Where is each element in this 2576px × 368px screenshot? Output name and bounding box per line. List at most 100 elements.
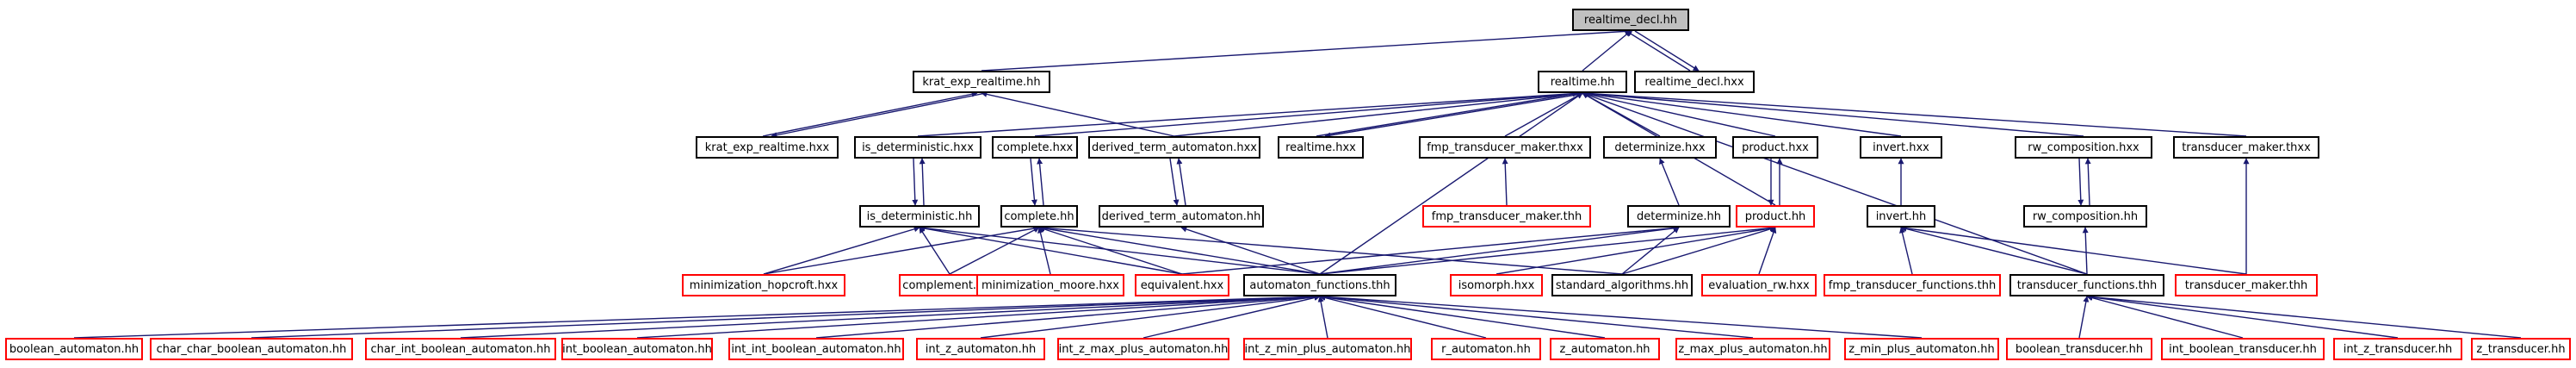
node-isomorph-hxx[interactable]: isomorph.hxx <box>1450 274 1543 296</box>
node-label: realtime.hh <box>1550 75 1615 89</box>
node-realtime-decl-hxx: realtime_decl.hxx <box>1634 71 1755 93</box>
edge-char-char-boolean-automaton-hh-to-automaton-functions-thh <box>251 293 1321 339</box>
node-char-int-boolean-automaton-hh[interactable]: char_int_boolean_automaton.hh <box>365 338 556 360</box>
edge-evaluation-rw-hxx-to-product-hh <box>1758 227 1777 275</box>
edge-derived-term-automaton-hxx-to-krat-exp-realtime-hh <box>981 90 1175 137</box>
node-int-z-min-plus-automaton-hh[interactable]: int_z_min_plus_automaton.hh <box>1243 338 1412 360</box>
edge-complement-hxx-to-complete-hh <box>949 227 1040 275</box>
edge-int-z-automaton-hh-to-automaton-functions-thh <box>980 294 1321 339</box>
node-z-min-plus-automaton-hh[interactable]: z_min_plus_automaton.hh <box>1844 338 1999 360</box>
node-derived-term-automaton-hh: derived_term_automaton.hh <box>1099 205 1264 228</box>
node-boolean-automaton-hh[interactable]: boolean_automaton.hh <box>5 338 143 360</box>
node-fmp-transducer-maker-thh[interactable]: fmp_transducer_maker.thh <box>1422 205 1591 228</box>
edge-int-boolean-transducer-hh-to-transducer-functions-thh <box>2086 295 2244 339</box>
node-label: evaluation_rw.hxx <box>1708 278 1810 292</box>
edge-minimization-moore-hxx-to-complete-hh <box>1037 227 1051 275</box>
edge-product-hxx-to-realtime-hh <box>1582 90 1776 137</box>
edge-krat-exp-realtime-hxx-to-krat-exp-realtime-hh <box>762 90 978 137</box>
edge-realtime-decl-hh-to-realtime-decl-hxx <box>1634 30 1700 72</box>
node-determinize-hh: determinize.hh <box>1627 205 1731 228</box>
node-label: krat_exp_realtime.hh <box>922 75 1041 89</box>
node-label: fmp_transducer_functions.thh <box>1828 278 1997 292</box>
node-minimization-hopcroft-hxx[interactable]: minimization_hopcroft.hxx <box>682 274 845 296</box>
node-label: rw_composition.hh <box>2032 209 2139 223</box>
node-label: fmp_transducer_maker.thxx <box>1427 140 1583 154</box>
edge-complete-hh-to-complete-hxx <box>1037 158 1044 206</box>
node-label: minimization_moore.hxx <box>981 278 1119 292</box>
node-boolean-transducer-hh[interactable]: boolean_transducer.hh <box>2006 338 2152 360</box>
node-krat-exp-realtime-hh: krat_exp_realtime.hh <box>913 71 1050 93</box>
edge-realtime-hh-to-realtime-decl-hh <box>1582 30 1632 72</box>
edge-minimization-hopcroft-hxx-to-complete-hh <box>763 225 1040 275</box>
node-int-boolean-transducer-hh[interactable]: int_boolean_transducer.hh <box>2161 338 2325 360</box>
edge-standard-algorithms-hh-to-complete-hh <box>1038 225 1623 275</box>
edge-realtime-hxx-to-realtime-hh <box>1316 90 1579 137</box>
node-int-z-automaton-hh[interactable]: int_z_automaton.hh <box>916 338 1045 360</box>
edge-rw-composition-hxx-to-rw-composition-hh <box>2078 158 2084 206</box>
edge-automaton-functions-thh-to-complete-hh <box>1038 225 1321 275</box>
node-label: fmp_transducer_maker.thh <box>1431 209 1582 223</box>
edge-is-deterministic-hxx-to-is-deterministic-hh <box>912 158 919 206</box>
node-label: invert.hh <box>1875 209 1927 223</box>
edge-complement-hxx-to-is-deterministic-hh <box>919 227 951 275</box>
node-label: realtime.hxx <box>1285 140 1356 154</box>
node-minimization-moore-hxx[interactable]: minimization_moore.hxx <box>976 274 1124 296</box>
node-int-z-max-plus-automaton-hh[interactable]: int_z_max_plus_automaton.hh <box>1057 338 1229 360</box>
node-transducer-maker-thh[interactable]: transducer_maker.thh <box>2175 274 2318 296</box>
node-label: isomorph.hxx <box>1458 278 1535 292</box>
node-z-max-plus-automaton-hh[interactable]: z_max_plus_automaton.hh <box>1675 338 1830 360</box>
edge-automaton-functions-thh-to-derived-term-automaton-hh <box>1180 226 1321 275</box>
node-label: invert.hxx <box>1873 140 1929 154</box>
edge-equivalent-hxx-to-complete-hh <box>1038 226 1183 275</box>
edge-invert-hxx-to-realtime-hh <box>1582 90 1902 137</box>
node-realtime-hxx: realtime.hxx <box>1278 136 1364 159</box>
edge-fmp-transducer-functions-thh-to-invert-hh <box>1899 227 1913 275</box>
edge-realtime-hh-to-realtime-hxx <box>1324 92 1588 139</box>
node-automaton-functions-thh: automaton_functions.thh <box>1243 274 1396 296</box>
node-label: derived_term_automaton.hh <box>1101 209 1261 223</box>
edge-derived-term-automaton-hh-to-derived-term-automaton-hxx <box>1176 158 1186 206</box>
node-label: int_z_min_plus_automaton.hh <box>1244 342 1411 356</box>
node-char-char-boolean-automaton-hh[interactable]: char_char_boolean_automaton.hh <box>150 338 353 360</box>
node-label: standard_algorithms.hh <box>1555 278 1689 292</box>
node-label: realtime_decl.hxx <box>1644 75 1744 89</box>
node-krat-exp-realtime-hxx: krat_exp_realtime.hxx <box>696 136 839 159</box>
edge-rw-composition-hh-to-rw-composition-hxx <box>2084 158 2091 206</box>
node-label: minimization_hopcroft.hxx <box>689 278 839 292</box>
node-z-automaton-hh[interactable]: z_automaton.hh <box>1550 338 1660 360</box>
edge-complete-hxx-to-realtime-hh <box>1034 90 1583 137</box>
node-label: transducer_functions.thh <box>2016 278 2158 292</box>
node-invert-hh: invert.hh <box>1867 205 1935 228</box>
edge-fmp-transducer-maker-thh-to-fmp-transducer-maker-thxx <box>1502 158 1508 206</box>
edge-z-min-plus-automaton-hh-to-automaton-functions-thh <box>1319 293 1923 339</box>
node-equivalent-hxx[interactable]: equivalent.hxx <box>1135 274 1229 296</box>
node-label: boolean_transducer.hh <box>2015 342 2144 356</box>
node-label: z_min_plus_automaton.hh <box>1848 342 1995 356</box>
edge-derived-term-automaton-hxx-to-derived-term-automaton-hh <box>1169 158 1180 206</box>
node-int-z-transducer-hh[interactable]: int_z_transducer.hh <box>2333 338 2462 360</box>
node-int-int-boolean-automaton-hh[interactable]: int_int_boolean_automaton.hh <box>728 338 904 360</box>
node-label: realtime_decl.hh <box>1583 13 1678 27</box>
node-label: krat_exp_realtime.hxx <box>704 140 830 154</box>
edge-minimization-hopcroft-hxx-to-is-deterministic-hh <box>763 226 920 275</box>
node-label: r_automaton.hh <box>1441 342 1531 356</box>
node-product-hxx: product.hxx <box>1732 136 1818 159</box>
node-label: product.hxx <box>1742 140 1809 154</box>
edge-int-z-transducer-hh-to-transducer-functions-thh <box>2086 294 2399 339</box>
node-label: determinize.hxx <box>1614 140 1706 154</box>
edge-boolean-transducer-hh-to-transducer-functions-thh <box>2078 296 2090 339</box>
node-evaluation-rw-hxx[interactable]: evaluation_rw.hxx <box>1701 274 1817 296</box>
node-fmp-transducer-functions-thh[interactable]: fmp_transducer_functions.thh <box>1824 274 2001 296</box>
edge-automaton-functions-thh-to-determinize-hh <box>1319 225 1680 275</box>
edge-automaton-functions-thh-to-is-deterministic-hh <box>919 225 1321 275</box>
node-product-hh[interactable]: product.hh <box>1736 205 1815 228</box>
node-label: char_char_boolean_automaton.hh <box>156 342 347 356</box>
edge-automaton-functions-thh-to-realtime-hh <box>1319 92 1583 275</box>
node-label: z_max_plus_automaton.hh <box>1678 342 1828 356</box>
edge-determinize-hh-to-determinize-hxx <box>1659 158 1680 206</box>
edge-transducer-functions-thh-to-realtime-hh <box>1582 91 2088 275</box>
node-z-transducer-hh[interactable]: z_transducer.hh <box>2471 338 2571 360</box>
node-int-boolean-automaton-hh[interactable]: int_boolean_automaton.hh <box>561 338 713 360</box>
node-r-automaton-hh[interactable]: r_automaton.hh <box>1431 338 1541 360</box>
